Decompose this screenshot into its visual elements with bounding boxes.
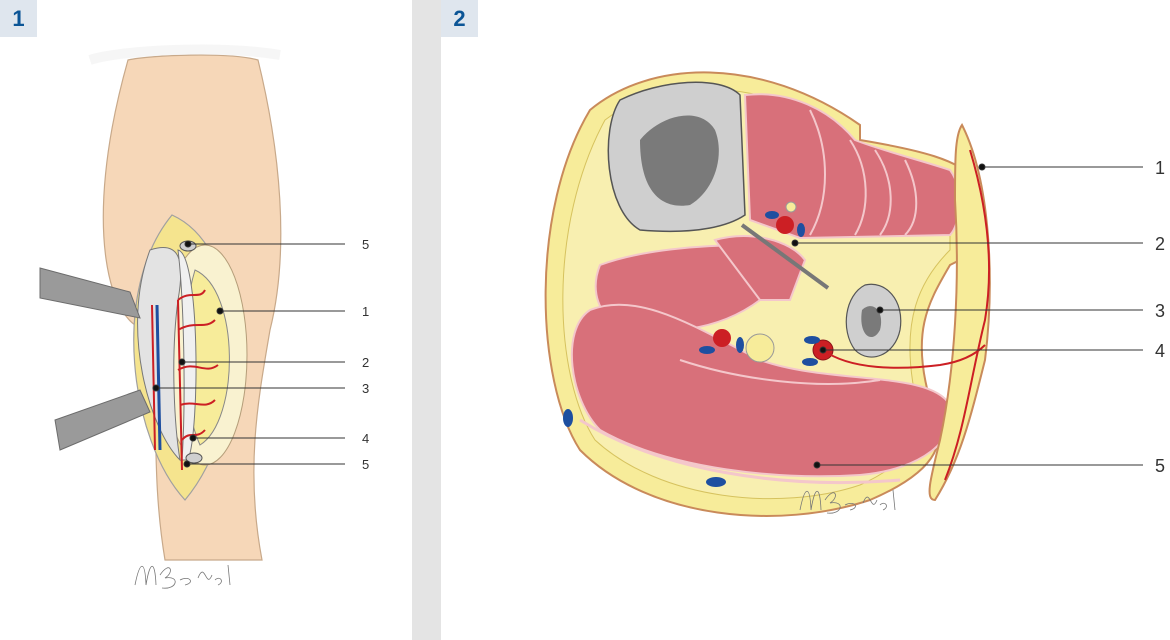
panel-2-label-1: 1 <box>1155 158 1165 178</box>
panel-1-label-4: 4 <box>362 431 369 446</box>
panel-2-cross-section: 1 2 3 4 5 2 <box>441 0 1170 640</box>
vein-lateral <box>563 409 573 427</box>
panel-2-label-2: 2 <box>1155 234 1165 254</box>
panel-2-label-3: 3 <box>1155 301 1165 321</box>
panel-2-label-4: 4 <box>1155 341 1165 361</box>
panel-2-label-5: 5 <box>1155 456 1165 476</box>
panel-divider <box>412 0 441 640</box>
retractor-lower <box>55 390 150 450</box>
panel-2-badge: 2 <box>441 0 478 37</box>
surgical-approach-illustration: 5 1 2 3 4 5 <box>0 0 412 640</box>
cross-section-illustration: 1 2 3 4 5 <box>441 0 1170 640</box>
panel-1-label-5a: 5 <box>362 237 369 252</box>
panel-1-badge: 1 <box>0 0 37 37</box>
artist-signature <box>135 565 230 588</box>
panel-1-label-5b: 5 <box>362 457 369 472</box>
panel-1-label-2: 2 <box>362 355 369 370</box>
panel-1-label-3: 3 <box>362 381 369 396</box>
panel-1-label-1: 1 <box>362 304 369 319</box>
panel-1-surgical-view: 5 1 2 3 4 5 1 <box>0 0 412 640</box>
vein-posterior <box>706 477 726 487</box>
